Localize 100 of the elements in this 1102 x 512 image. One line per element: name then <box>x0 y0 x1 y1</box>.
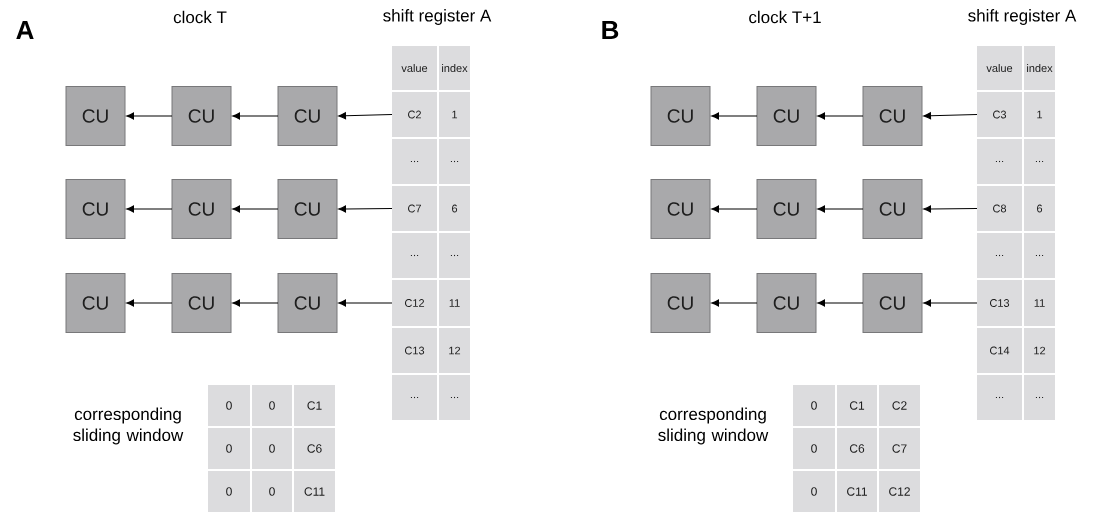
window-cell: 0 <box>208 385 250 426</box>
register-cell: ... <box>1024 233 1055 278</box>
node-label: 6 <box>452 204 458 213</box>
processing-unit-box: CU <box>277 179 338 239</box>
register-cell: value <box>392 46 437 90</box>
arrow <box>338 205 393 213</box>
processing-unit-box: CU <box>650 273 711 333</box>
node-label: ... <box>995 396 1004 399</box>
node-label: C2 <box>892 401 907 410</box>
arrow <box>232 299 279 307</box>
register-cell: ... <box>439 139 470 184</box>
node-label: value <box>401 63 428 73</box>
node-label: C11 <box>304 487 325 496</box>
arrow <box>711 112 758 120</box>
window-cell: C11 <box>294 471 335 512</box>
register-cell: 12 <box>439 328 470 373</box>
processing-unit-box: CU <box>277 86 338 146</box>
window-cell: C11 <box>837 471 877 512</box>
node-label: ... <box>450 254 459 257</box>
node-label: C13 <box>404 346 425 355</box>
node-label: C6 <box>849 444 865 453</box>
processing-unit-box: CU <box>171 86 232 146</box>
register-cell: ... <box>1024 375 1055 420</box>
register-cell: C13 <box>392 328 437 373</box>
processing-unit-box: CU <box>862 179 923 239</box>
register-cell: C7 <box>392 186 437 231</box>
arrow <box>232 112 279 120</box>
node-label: 0 <box>269 401 275 410</box>
node-label: 12 <box>449 346 461 355</box>
register-cell: ... <box>1024 139 1055 184</box>
window-cell: 0 <box>208 428 250 469</box>
processing-unit-box: CU <box>277 273 338 333</box>
node-label: 0 <box>269 487 275 496</box>
node-label: C7 <box>408 204 421 213</box>
node-label: C13 <box>989 299 1010 307</box>
node-label: ... <box>450 160 459 163</box>
node-label: 1 <box>452 110 458 119</box>
arrow <box>817 205 864 213</box>
node-label: 0 <box>226 487 232 496</box>
heading: shift register A <box>968 9 1077 25</box>
processing-unit-box: CU <box>65 273 126 333</box>
node-label: value <box>986 63 1013 73</box>
window-cell: 0 <box>793 428 835 469</box>
window-cell: C1 <box>837 385 877 426</box>
node-label: 11 <box>449 299 460 307</box>
arrow <box>338 112 393 120</box>
node-label: C8 <box>993 204 1007 213</box>
node-label: C12 <box>889 487 910 496</box>
window-cell: C2 <box>879 385 920 426</box>
window-cell: 0 <box>793 471 835 512</box>
panel-letter: B <box>602 21 619 39</box>
processing-unit-box: CU <box>650 86 711 146</box>
register-cell: C13 <box>977 280 1022 326</box>
node-label: 0 <box>269 444 275 453</box>
node-label: 0 <box>226 401 232 410</box>
heading: clock T+1 <box>749 10 821 24</box>
processing-unit-box: CU <box>862 273 923 333</box>
register-cell: value <box>977 46 1022 90</box>
node-label: ... <box>450 396 459 399</box>
register-cell: C2 <box>392 92 437 137</box>
register-cell: C3 <box>977 92 1022 137</box>
node-label: ... <box>410 160 419 163</box>
node-label: ... <box>1035 254 1044 257</box>
node-label: ... <box>1035 396 1044 399</box>
processing-unit-box: CU <box>65 86 126 146</box>
arrow <box>126 299 173 307</box>
node-label: C1 <box>849 401 865 410</box>
window-cell: 0 <box>252 471 292 512</box>
node-label: index <box>1027 63 1053 73</box>
node-label: C2 <box>408 110 421 119</box>
node-label: 0 <box>226 444 232 453</box>
node-label: 12 <box>1034 346 1046 355</box>
processing-unit-box: CU <box>756 273 817 333</box>
register-cell: 1 <box>1024 92 1055 137</box>
window-cell: 0 <box>208 471 250 512</box>
arrow <box>923 112 978 120</box>
window-cell: C7 <box>879 428 920 469</box>
register-cell: ... <box>392 139 437 184</box>
node-label: C3 <box>993 110 1007 119</box>
arrow <box>711 299 758 307</box>
node-label: 0 <box>811 487 817 496</box>
register-cell: C12 <box>392 280 437 326</box>
node-label: 1 <box>1037 110 1043 119</box>
window-cell: 0 <box>252 428 292 469</box>
node-label: C6 <box>307 444 322 453</box>
register-cell: C14 <box>977 328 1022 373</box>
register-cell: ... <box>439 233 470 278</box>
node-label: index <box>442 63 468 73</box>
node-label: ... <box>410 254 419 257</box>
arrow <box>923 299 978 307</box>
caption-text: corresponding sliding window <box>658 407 769 445</box>
register-cell: 6 <box>439 186 470 231</box>
register-cell: 11 <box>1024 280 1055 326</box>
register-cell: index <box>1024 46 1055 90</box>
node-label: 0 <box>811 444 817 453</box>
processing-unit-box: CU <box>650 179 711 239</box>
window-cell: C12 <box>879 471 920 512</box>
caption-text: corresponding sliding window <box>73 407 184 445</box>
register-cell: ... <box>977 233 1022 278</box>
window-cell: C1 <box>294 385 335 426</box>
